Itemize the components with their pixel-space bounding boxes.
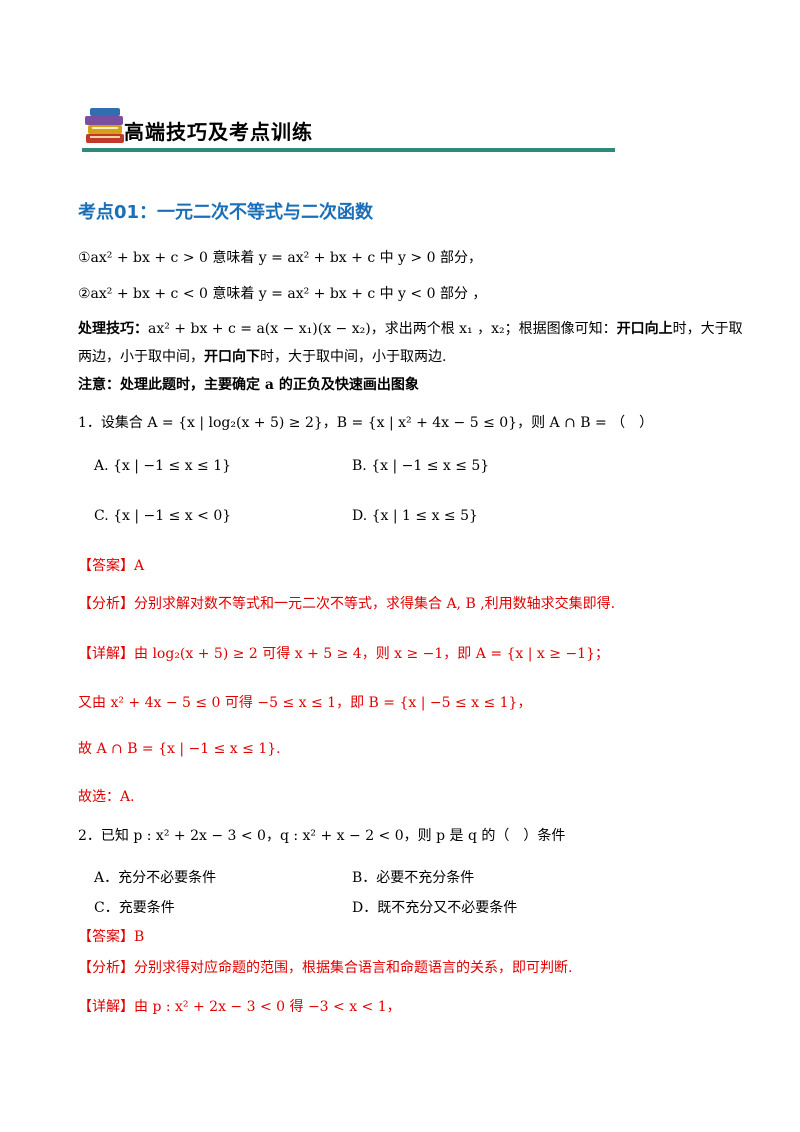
q1-option-c: C. {x | −1 ≤ x < 0} <box>94 508 232 524</box>
q1-answer: 【答案】A <box>78 558 145 574</box>
tip-label: 处理技巧： <box>78 321 148 337</box>
q2-answer: 【答案】B <box>78 929 145 945</box>
q2-option-b: B．必要不充分条件 <box>352 870 475 886</box>
q1-option-a: A. {x | −1 ≤ x ≤ 1} <box>94 458 232 474</box>
banner: 高端技巧及考点训练 <box>82 100 615 156</box>
tip-up: 开口向上 <box>616 321 673 337</box>
tip-line2a: 两边，小于取中间， <box>78 349 204 365</box>
q1-choose: 故选：A. <box>78 789 135 805</box>
q1-option-b: B. {x | −1 ≤ x ≤ 5} <box>352 458 490 474</box>
q1-option-d: D. {x | 1 ≤ x ≤ 5} <box>352 508 478 524</box>
tip-line-2: 两边，小于取中间，开口向下时，大于取中间，小于取两边. <box>78 346 446 366</box>
section-title: 考点01：一元二次不等式与二次函数 <box>78 202 374 223</box>
tip-line-1: 处理技巧：ax² + bx + c = a(x − x₁)(x − x₂)，求出… <box>78 318 743 338</box>
rule-line-1: ①ax² + bx + c > 0 意味着 y = ax² + bx + c 中… <box>78 250 482 266</box>
q1-detail-1: 【详解】由 log₂(x + 5) ≥ 2 可得 x + 5 ≥ 4，则 x ≥… <box>78 646 609 662</box>
q2-option-c: C．充要条件 <box>94 900 175 916</box>
rule-line-2: ②ax² + bx + c < 0 意味着 y = ax² + bx + c 中… <box>78 286 487 302</box>
q1-analysis: 【分析】分别求解对数不等式和一元二次不等式，求得集合 A, B ,利用数轴求交集… <box>78 596 616 612</box>
tip-up-rest: 时，大于取 <box>672 321 743 337</box>
q2-detail-1: 【详解】由 p : x² + 2x − 3 < 0 得 −3 < x < 1， <box>78 999 401 1015</box>
note-line: 注意：处理此题时，主要确定 a 的正负及快速画出图象 <box>78 377 419 393</box>
books-icon <box>85 108 124 143</box>
tip-down: 开口向下 <box>204 349 260 365</box>
q1-detail-2: 又由 x² + 4x − 5 ≤ 0 可得 −5 ≤ x ≤ 1，即 B = {… <box>78 695 532 711</box>
q1-detail-3: 故 A ∩ B = {x | −1 ≤ x ≤ 1}. <box>78 741 281 757</box>
q2-option-d: D．既不充分又不必要条件 <box>352 900 518 916</box>
q2-stem: 2．已知 p : x² + 2x − 3 < 0，q : x² + x − 2 … <box>78 828 566 844</box>
tip-line2b: 时，大于取中间，小于取两边. <box>260 349 447 365</box>
banner-title: 高端技巧及考点训练 <box>124 120 313 144</box>
banner-rule <box>82 148 615 152</box>
tip-body: ax² + bx + c = a(x − x₁)(x − x₂)，求出两个根 x… <box>148 321 617 337</box>
q1-stem: 1．设集合 A = {x | log₂(x + 5) ≥ 2}，B = {x |… <box>78 415 654 431</box>
q2-option-a: A．充分不必要条件 <box>94 870 217 886</box>
q2-analysis: 【分析】分别求得对应命题的范围，根据集合语言和命题语言的关系，即可判断. <box>78 960 573 976</box>
